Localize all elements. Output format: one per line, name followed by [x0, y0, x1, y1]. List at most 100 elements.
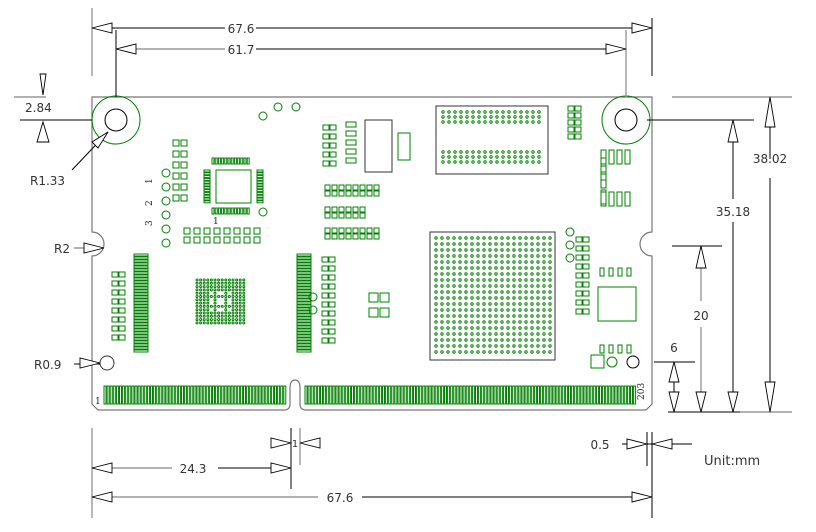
- ball-pad: [506, 254, 510, 258]
- ball-pad: [470, 332, 474, 336]
- ball-pad: [518, 344, 522, 348]
- ball-pad: [530, 338, 534, 342]
- passive-pad: [203, 227, 211, 235]
- ball-pad: [453, 155, 457, 159]
- qfn-pin: [256, 197, 264, 201]
- connector-pin: [431, 385, 435, 405]
- ball-pad: [447, 115, 451, 119]
- mounting-hole-left: [91, 95, 141, 145]
- ball-pad: [488, 260, 492, 264]
- ball-pad: [536, 236, 540, 240]
- ball-pad: [488, 308, 492, 312]
- ball-pad: [227, 288, 231, 292]
- fpc-pin: [133, 283, 149, 287]
- ball-pad: [518, 320, 522, 324]
- ball-pad: [242, 314, 246, 318]
- ball-pad: [476, 338, 480, 342]
- ball-pad: [512, 272, 516, 276]
- ball-pad: [500, 326, 504, 330]
- ball-pad: [209, 311, 213, 315]
- ball-pad: [470, 254, 474, 258]
- passive-pad: [599, 344, 605, 354]
- ball-pad: [441, 110, 445, 114]
- passive-pad: [582, 245, 590, 252]
- ball-pad: [524, 344, 528, 348]
- ball-pad: [494, 242, 498, 246]
- qfn-pin: [203, 175, 211, 179]
- ball-pad: [494, 332, 498, 336]
- pad: [379, 307, 390, 318]
- ball-pad: [536, 344, 540, 348]
- ball-pad: [477, 120, 481, 124]
- ball-pad: [217, 321, 221, 325]
- ball-pad: [530, 308, 534, 312]
- ball-pad: [440, 332, 444, 336]
- fpc-pin: [296, 289, 312, 293]
- qfn-pin: [237, 207, 241, 215]
- ball-pad: [500, 242, 504, 246]
- ball-pad: [458, 308, 462, 312]
- ball-pad: [525, 115, 529, 119]
- fpc-pin: [133, 301, 149, 305]
- ball-pad: [494, 344, 498, 348]
- passive-pad: [172, 194, 180, 202]
- passive-pad: [338, 212, 345, 219]
- passive-pad: [172, 161, 180, 169]
- ball-pad: [488, 242, 492, 246]
- fpc-pin: [133, 343, 149, 347]
- connector-pin: [341, 385, 345, 405]
- passive-pad: [345, 121, 357, 128]
- connector-pin: [236, 385, 240, 405]
- connector-pin: [184, 385, 188, 405]
- fpc-pin: [296, 280, 312, 284]
- passive-pad: [345, 206, 352, 213]
- ball-pad: [224, 288, 228, 292]
- passive-pad: [345, 190, 352, 197]
- passive-pad: [582, 281, 590, 288]
- fpc-pin: [296, 343, 312, 347]
- connector-pin: [465, 385, 469, 405]
- ball-pad: [213, 321, 217, 325]
- ball-pad: [224, 321, 228, 325]
- ball-pad: [238, 308, 242, 312]
- via: [161, 168, 171, 178]
- ball-pad: [500, 344, 504, 348]
- passive-pad: [373, 184, 380, 191]
- ball-pad: [542, 284, 546, 288]
- passive-pad: [338, 227, 345, 234]
- connector-pin: [450, 385, 454, 405]
- passive-pad: [180, 194, 188, 202]
- fpc-pin: [296, 328, 312, 332]
- connector-pin: [233, 385, 237, 405]
- connector-pin: [419, 385, 423, 405]
- ball-pad: [440, 290, 444, 294]
- ball-pad: [238, 278, 242, 282]
- ball-pad: [477, 150, 481, 154]
- ball-pad: [231, 281, 235, 285]
- ball-pad: [227, 278, 231, 282]
- ball-pad: [518, 314, 522, 318]
- ball-pad: [440, 326, 444, 330]
- qfn-pin: [256, 172, 264, 176]
- qfn-pin: [203, 172, 211, 176]
- ball-pad: [495, 120, 499, 124]
- passive-pad: [328, 337, 336, 344]
- ball-pad: [202, 295, 206, 298]
- ball-pad: [524, 314, 528, 318]
- connector-pin: [146, 385, 150, 405]
- ball-pad: [518, 284, 522, 288]
- ball-pad: [470, 326, 474, 330]
- ball-pad: [476, 326, 480, 330]
- passive-pad: [582, 254, 590, 261]
- ball-pad: [235, 311, 239, 315]
- ball-pad: [476, 296, 480, 300]
- ball-pad: [530, 296, 534, 300]
- ball-pad: [446, 344, 450, 348]
- passive-pad: [118, 289, 126, 296]
- ball-pad: [500, 236, 504, 240]
- ball-pad: [459, 110, 463, 114]
- ball-pad: [224, 295, 228, 298]
- ball-pad: [465, 160, 469, 164]
- connector-pin: [440, 385, 444, 405]
- ball-pad: [220, 285, 224, 289]
